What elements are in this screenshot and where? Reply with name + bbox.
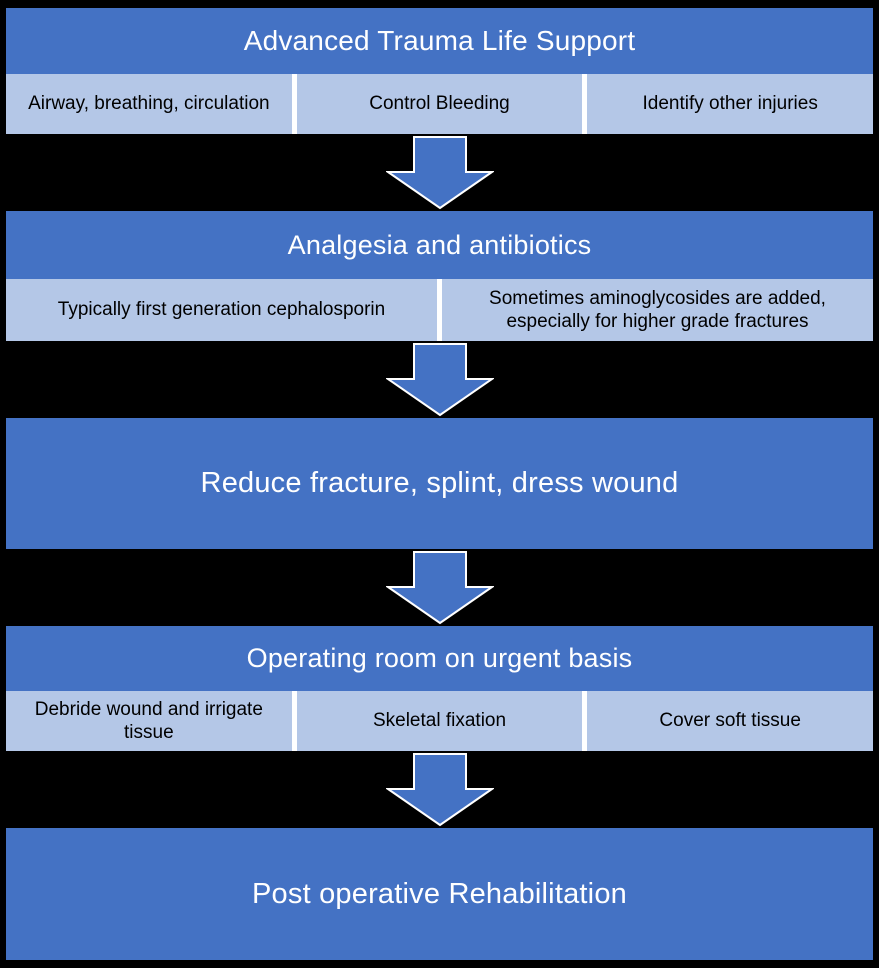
step-title: Analgesia and antibiotics (6, 211, 873, 279)
step-items-row: Airway, breathing, circulation Control B… (6, 74, 874, 134)
step-title: Advanced Trauma Life Support (6, 8, 873, 74)
flow-connector (6, 751, 873, 828)
step-item: Airway, breathing, circulation (6, 74, 292, 134)
flow-connector (6, 134, 873, 211)
step-title: Post operative Rehabilitation (6, 828, 873, 960)
down-arrow-icon (385, 550, 494, 624)
step-item: Debride wound and irrigate tissue (6, 691, 292, 751)
down-arrow-icon (385, 342, 494, 416)
step-item: Identify other injuries (587, 74, 874, 134)
step-post-operative-rehabilitation: Post operative Rehabilitation (6, 828, 873, 960)
down-arrow-icon (385, 135, 494, 209)
step-analgesia-and-antibiotics: Analgesia and antibiotics Typically firs… (6, 211, 873, 341)
step-item: Typically first generation cephalosporin (6, 279, 437, 341)
step-reduce-fracture-splint-dress-wound: Reduce fracture, splint, dress wound (6, 418, 873, 549)
step-operating-room-on-urgent-basis: Operating room on urgent basis Debride w… (6, 626, 874, 751)
step-items-row: Typically first generation cephalosporin… (6, 279, 873, 341)
step-item: Sometimes aminoglycosides are added, esp… (442, 279, 873, 341)
down-arrow-icon (385, 752, 494, 826)
step-item: Skeletal fixation (296, 691, 583, 751)
step-advanced-trauma-life-support: Advanced Trauma Life Support Airway, bre… (6, 8, 874, 134)
flow-connector (6, 549, 873, 626)
step-items-row: Debride wound and irrigate tissue Skelet… (6, 691, 874, 751)
step-item: Cover soft tissue (587, 691, 874, 751)
step-title: Reduce fracture, splint, dress wound (6, 418, 873, 549)
flow-connector (6, 341, 873, 418)
step-title: Operating room on urgent basis (6, 626, 873, 691)
step-item: Control Bleeding (296, 74, 583, 134)
